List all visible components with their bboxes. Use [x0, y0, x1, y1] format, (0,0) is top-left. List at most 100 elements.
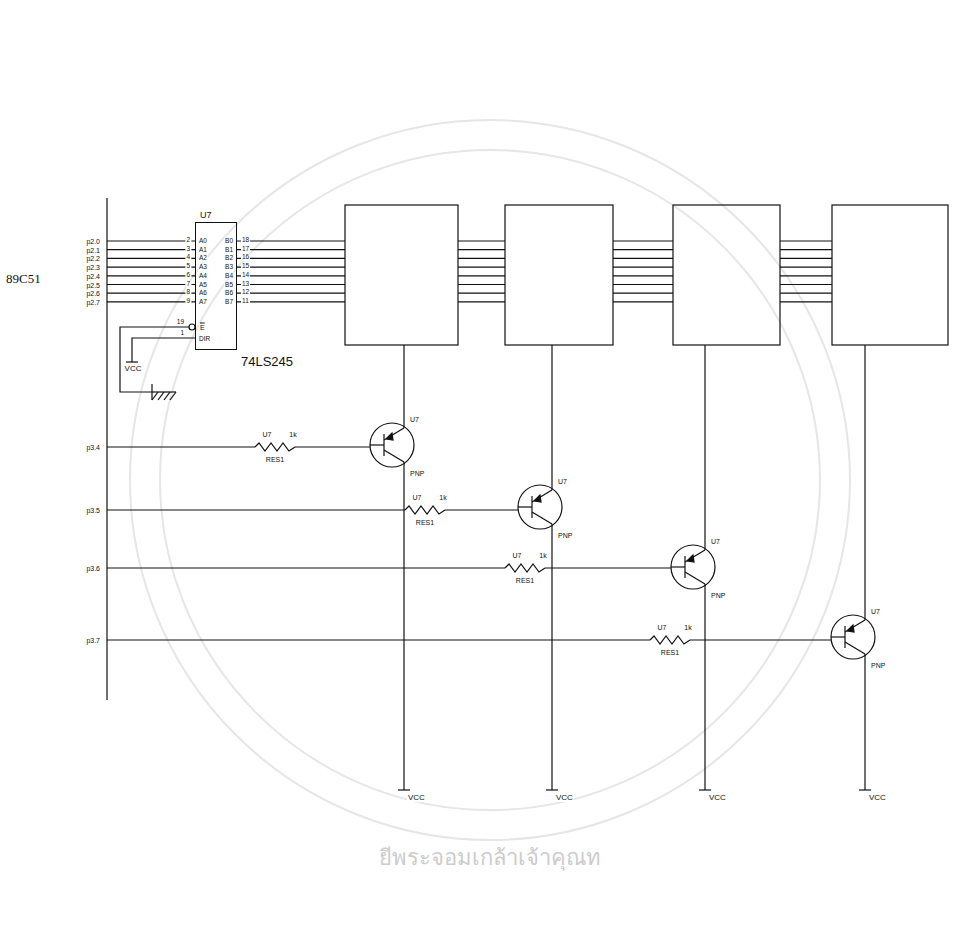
segment-wire — [780, 293, 832, 294]
base-wire — [107, 639, 650, 640]
part-ref: U7 — [557, 478, 568, 485]
segment-wire — [780, 267, 832, 268]
pin-number: 4 — [185, 254, 191, 261]
segment-wire — [613, 267, 673, 268]
segment-wire — [780, 284, 832, 285]
resistor-value: 1k — [288, 431, 297, 438]
display-common-wire — [403, 345, 404, 428]
segment-wire — [458, 284, 505, 285]
pin-number: 11 — [241, 298, 250, 305]
pin-number: 19 — [176, 319, 185, 326]
pin-number: 1 — [179, 330, 185, 337]
vcc-wire — [403, 462, 404, 790]
pin-number: 18 — [241, 237, 250, 244]
segment-wire — [458, 240, 505, 241]
vcc-bar — [699, 789, 711, 790]
segment-wire — [613, 275, 673, 276]
pin-name: A4 — [198, 273, 208, 280]
transistor-symbol — [684, 556, 685, 578]
segment-wire — [780, 240, 832, 241]
power-label: VCC — [407, 794, 426, 802]
transistor-type: PNP — [870, 662, 886, 669]
resistor-value: 1k — [683, 624, 692, 631]
pin-number: 13 — [241, 280, 250, 287]
part-type: RES1 — [515, 577, 535, 584]
transistor-symbol — [518, 506, 532, 507]
resistor-symbol — [650, 636, 690, 644]
resistor-symbol — [255, 443, 295, 451]
transistor-symbol — [370, 423, 414, 467]
display-common-wire — [864, 345, 865, 620]
segment-wire — [458, 249, 505, 250]
segment-wire — [780, 301, 832, 302]
pin-number: 17 — [241, 245, 250, 252]
port-wire — [107, 258, 195, 259]
transistor-symbol — [831, 615, 875, 659]
base-wire — [545, 567, 671, 568]
pin-name: B1 — [224, 246, 234, 253]
pin-number: 15 — [241, 263, 250, 270]
port-wire — [107, 275, 195, 276]
segment-wire — [237, 258, 345, 259]
transistor-symbol — [685, 572, 705, 584]
transistor-symbol — [831, 636, 845, 637]
transistor-symbol — [671, 566, 685, 567]
segment-wire — [458, 258, 505, 259]
pin-name: A7 — [198, 299, 208, 306]
transistor-symbol — [518, 485, 562, 529]
transistor-symbol — [532, 512, 552, 524]
vcc-wire — [864, 654, 865, 790]
segment-wire — [780, 249, 832, 250]
transistor-symbol — [532, 490, 552, 502]
part-ref: U7 — [262, 431, 273, 438]
power-label: VCC — [708, 794, 727, 802]
display-common-wire — [704, 345, 705, 550]
transistor-type: PNP — [710, 592, 726, 599]
part-ref: U7 — [512, 552, 523, 559]
segment-wire — [237, 284, 345, 285]
pin-number: 5 — [185, 263, 191, 270]
pin-name: A2 — [198, 255, 208, 262]
pin-number: 6 — [185, 272, 191, 279]
segment-wire — [237, 275, 345, 276]
pin-name: A0 — [198, 238, 208, 245]
port-pin-name: p2.1 — [85, 246, 101, 253]
power-label: VCC — [555, 794, 574, 802]
transistor-type: PNP — [557, 532, 573, 539]
pin-name: A1 — [198, 246, 208, 253]
ground-symbol — [152, 391, 176, 392]
pin-name: DIR — [198, 336, 211, 343]
transistor-symbol — [383, 434, 384, 456]
display-module — [832, 205, 948, 345]
port-wire — [107, 293, 195, 294]
pin-name: B6 — [224, 290, 234, 297]
pin-name: B0 — [224, 238, 234, 245]
base-wire — [107, 446, 255, 447]
port-wire — [107, 267, 195, 268]
transistor-symbol — [384, 428, 404, 440]
transistor-symbol — [685, 550, 705, 562]
pin-name: B5 — [224, 281, 234, 288]
transistor-symbol — [844, 626, 845, 648]
port-bus — [106, 198, 107, 700]
enable-wire — [120, 327, 189, 392]
emitter-arrow — [687, 555, 694, 562]
part-ref: U7 — [412, 494, 423, 501]
base-wire — [295, 446, 370, 447]
port-pin-name: p2.4 — [85, 272, 101, 279]
base-wire — [690, 639, 831, 640]
display-module — [505, 205, 613, 345]
resistor-value: 1k — [538, 552, 547, 559]
segment-wire — [613, 258, 673, 259]
part-number: 74LS245 — [241, 355, 293, 368]
pin-number: 9 — [185, 298, 191, 305]
segment-wire — [237, 249, 345, 250]
port-pin-name: p2.3 — [85, 264, 101, 271]
pin-name: B4 — [224, 273, 234, 280]
pin-name: B3 — [224, 264, 234, 271]
resistor-symbol — [405, 506, 445, 514]
resistor-symbol — [505, 564, 545, 572]
ground-symbol — [164, 392, 170, 400]
segment-wire — [458, 267, 505, 268]
